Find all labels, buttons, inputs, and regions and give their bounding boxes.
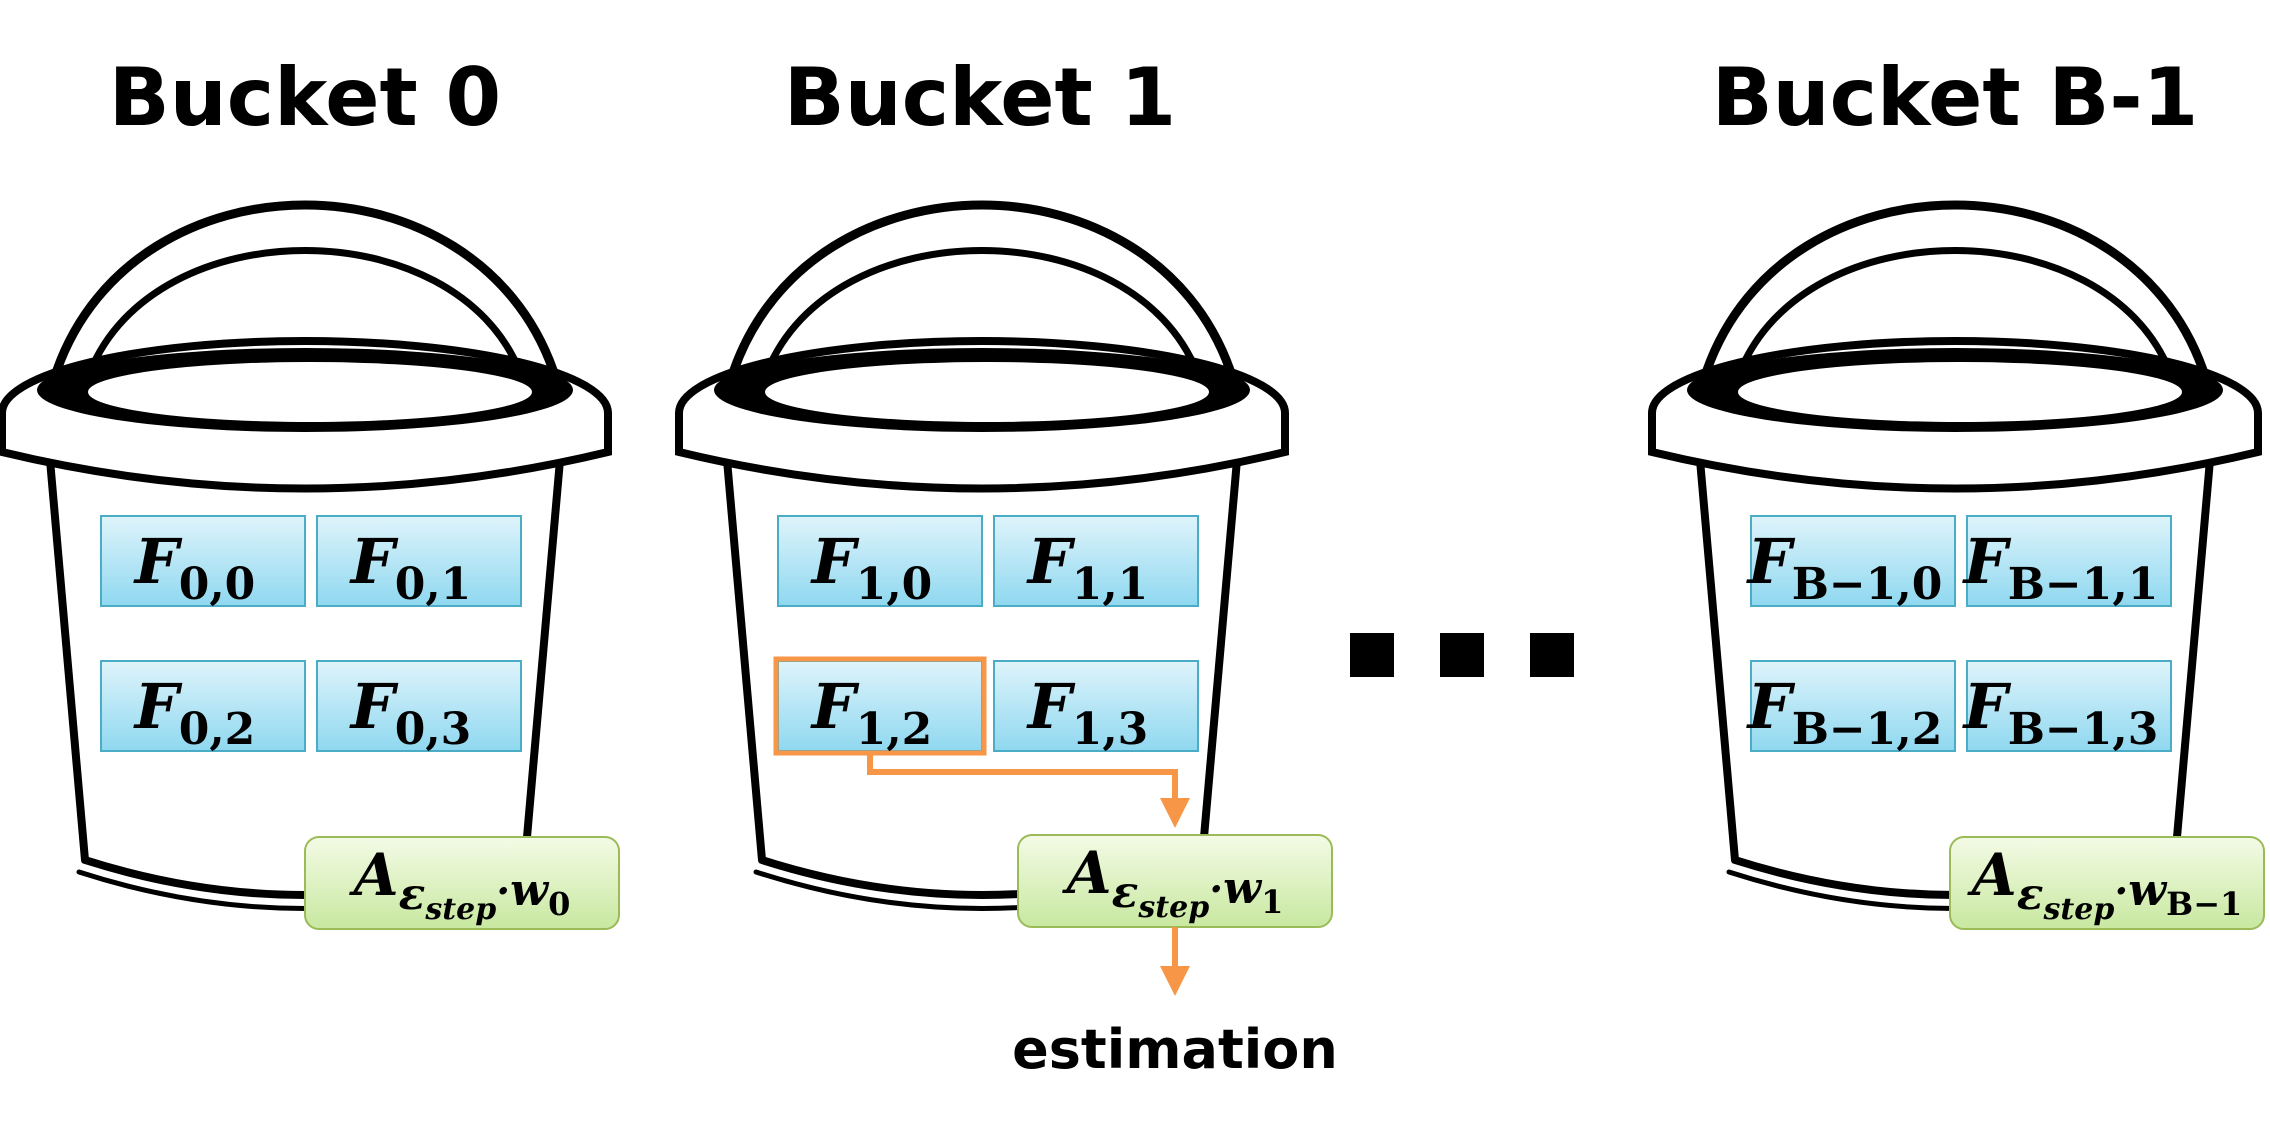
- cell-label: FB−1,0: [1746, 525, 1943, 610]
- estimation-label: estimation: [1012, 1018, 1338, 1081]
- cell-label: FB−1,1: [1962, 525, 2159, 610]
- bucket-title: Bucket B-1: [1712, 51, 2199, 144]
- ellipsis-square: [1440, 633, 1484, 677]
- filter-cell: [777, 515, 983, 607]
- cell-label: F1,2: [810, 670, 933, 755]
- cell-label: F0,2: [133, 670, 256, 755]
- accumulator-label: Aεstep·w0: [349, 841, 571, 927]
- filter-cell: [993, 515, 1199, 607]
- bucket-title: Bucket 0: [109, 51, 501, 144]
- accumulator-box: [304, 836, 620, 930]
- ellipsis-square: [1530, 633, 1574, 677]
- cell-label: FB−1,2: [1746, 670, 1943, 755]
- bucket-title: Bucket 1: [784, 51, 1176, 144]
- cell-label: F0,1: [349, 525, 472, 610]
- filter-cell: [1750, 515, 1956, 607]
- accumulator-label: Aεstep·wB−1: [1967, 841, 2243, 927]
- cell-label: FB−1,3: [1962, 670, 2159, 755]
- ellipsis: ■ ■ ■: [0, 0, 1574, 677]
- filter-cell: [316, 515, 522, 607]
- filter-cell: [316, 660, 522, 752]
- filter-cell: [1750, 660, 1956, 752]
- highlighted-cell-outline: [773, 656, 987, 756]
- cell-label: F1,3: [1026, 670, 1149, 755]
- accumulator-box: [1949, 836, 2265, 930]
- arrow-cell-to-accumulator: [867, 752, 1190, 828]
- cell-label: F0,0: [133, 525, 256, 610]
- filter-cell: [993, 660, 1199, 752]
- ellipsis-square: [1350, 633, 1394, 677]
- cell-label: F0,3: [349, 670, 472, 755]
- cell-label: F1,1: [1026, 525, 1149, 610]
- accumulator-label: Aεstep·w1: [1062, 839, 1284, 925]
- filter-cell: [100, 515, 306, 607]
- cell-label: F1,0: [810, 525, 933, 610]
- filter-cell: [1966, 515, 2172, 607]
- filter-cell: [1966, 660, 2172, 752]
- ellipsis-text: ■ ■ ■: [0, 0, 4, 1]
- filter-cell: [100, 660, 306, 752]
